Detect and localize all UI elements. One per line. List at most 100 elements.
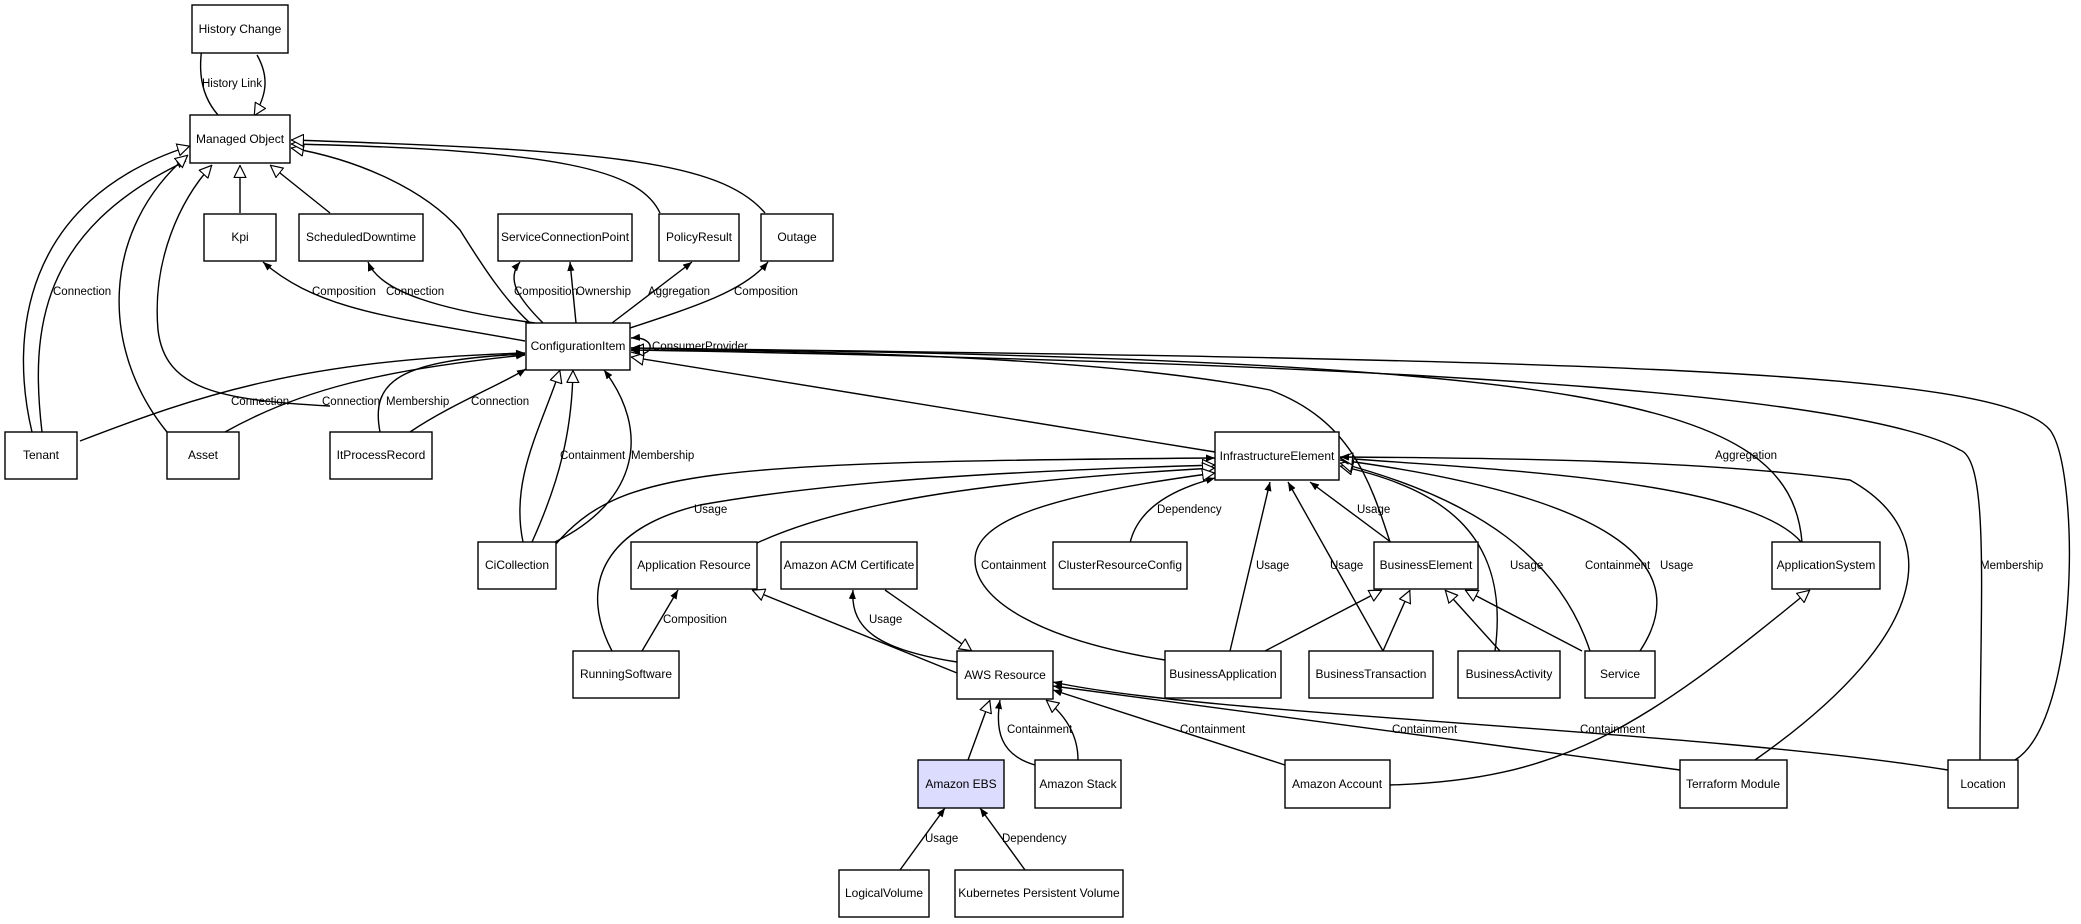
node-asset[interactable]: Asset (166, 431, 240, 480)
edge-history-change-generalization (253, 54, 265, 116)
edge-sd-managed-object (270, 164, 331, 214)
edge-rs-ar-composition (641, 589, 679, 652)
edge-ipr-managed-object (156, 165, 331, 407)
node-label: Amazon EBS (925, 777, 996, 791)
edge-aws-ar-generalization (752, 590, 958, 674)
edge-ci-scp-ownership (567, 261, 577, 324)
edge-tenant-managed-object (22, 146, 190, 433)
node-running-software[interactable]: RunningSoftware (572, 650, 680, 699)
node-it-process-record[interactable]: ItProcessRecord (329, 431, 433, 480)
edge-label-service-ie-containment: Containment (1585, 560, 1651, 572)
edge-label-stack-aws-containment: Containment (1007, 724, 1073, 736)
edge-ar-ie-generalization (756, 468, 1215, 544)
node-service[interactable]: Service (1584, 650, 1656, 699)
node-amazon-acm-certificate[interactable]: Amazon ACM Certificate (780, 541, 918, 590)
edge-label-as-ci-aggregation: Aggregation (1715, 450, 1777, 462)
edge-aws-acm-usage (848, 589, 958, 663)
node-logical-volume[interactable]: LogicalVolume (838, 869, 930, 918)
node-history-change[interactable]: History Change (191, 4, 289, 54)
node-location[interactable]: Location (1947, 759, 2019, 809)
node-ci-collection[interactable]: CiCollection (477, 541, 557, 590)
edge-ci-consumer-provider (630, 333, 651, 355)
edge-ci-pr-aggregation (611, 261, 693, 324)
edge-label-ci-kpi-composition: Composition (312, 286, 376, 298)
node-kpi[interactable]: Kpi (203, 213, 277, 262)
node-label: RunningSoftware (580, 667, 672, 681)
edge-label-ipr-ci-connection: Connection (471, 396, 529, 408)
node-amazon-stack[interactable]: Amazon Stack (1034, 759, 1122, 809)
edge-be-ci-generalization (631, 350, 1391, 543)
node-label: BusinessApplication (1169, 667, 1276, 681)
node-policy-result[interactable]: PolicyResult (658, 213, 740, 262)
edge-outage-managed-object (291, 140, 766, 214)
node-label: ClusterResourceConfig (1058, 558, 1182, 572)
edge-ba-be-generalization (1264, 589, 1382, 652)
node-terraform-module[interactable]: Terraform Module (1679, 759, 1788, 809)
node-label: ApplicationSystem (1777, 558, 1876, 572)
node-business-activity[interactable]: BusinessActivity (1457, 650, 1561, 699)
node-service-connection-point[interactable]: ServiceConnectionPoint (497, 213, 633, 262)
node-managed-object[interactable]: Managed Object (189, 114, 291, 164)
node-infrastructure-element[interactable]: InfrastructureElement (1214, 431, 1340, 481)
node-outage[interactable]: Outage (760, 213, 834, 262)
node-aws-resource[interactable]: AWS Resource (956, 650, 1054, 700)
node-configuration-item[interactable]: ConfigurationItem (525, 322, 631, 371)
edge-bt-be-generalization (1382, 590, 1410, 652)
node-business-application[interactable]: BusinessApplication (1164, 650, 1282, 699)
edge-lv-ebs-usage (899, 807, 946, 871)
node-label: Application Resource (637, 558, 751, 572)
edge-label-kpv-ebs-dependency: Dependency (1002, 833, 1067, 845)
edge-label-ci-consumer-provider: ConsumerProvider (652, 341, 748, 353)
edge-label-service-ie-usage: Usage (1660, 560, 1693, 572)
edge-ci-managed-object (291, 148, 531, 324)
edge-stack-aws-containment (994, 699, 1036, 766)
edge-label-asset-ci-connection: Connection (322, 396, 380, 408)
node-amazon-account[interactable]: Amazon Account (1284, 759, 1391, 809)
node-label: Service (1600, 667, 1640, 681)
edge-label-rs-ar-composition: Composition (663, 614, 727, 626)
edge-label-tenant-connection-mo: Connection (53, 286, 111, 298)
node-business-transaction[interactable]: BusinessTransaction (1308, 650, 1434, 699)
node-business-element[interactable]: BusinessElement (1373, 541, 1479, 590)
edge-cic-ci-containment (531, 370, 573, 543)
edge-kpv-ebs-dependency (979, 807, 1026, 871)
node-label: Amazon Account (1292, 777, 1383, 791)
edge-label-ci-outage-composition: Composition (734, 286, 798, 298)
edge-be-ie-usage (1309, 481, 1393, 544)
edge-label-location-aws-containment: Containment (1580, 724, 1646, 736)
node-tenant[interactable]: Tenant (4, 431, 78, 480)
node-label: CiCollection (485, 558, 549, 572)
edge-label-cic-ci-containment: Containment (560, 450, 626, 462)
node-kubernetes-persistent-volume[interactable]: Kubernetes Persistent Volume (954, 869, 1124, 918)
node-application-system[interactable]: ApplicationSystem (1771, 541, 1881, 590)
edge-label-location-ci-membership: Membership (1980, 560, 2043, 572)
edge-rs-ie-usage (596, 465, 1215, 652)
edge-service-ie-usage (1339, 457, 1658, 652)
edge-cic-ie-usage (554, 454, 1216, 546)
node-cluster-resource-config[interactable]: ClusterResourceConfig (1052, 541, 1188, 590)
edge-label-aws-acm-usage: Usage (869, 614, 902, 626)
edge-ipr-ci-connection (409, 368, 527, 433)
node-label: Terraform Module (1686, 777, 1780, 791)
edge-service-ie-containment (1340, 463, 1591, 652)
node-label: History Change (199, 22, 282, 36)
edge-label-be-ie-usage: Usage (1357, 504, 1390, 516)
node-label: BusinessElement (1380, 558, 1473, 572)
node-label: Kpi (231, 230, 248, 244)
node-label: Tenant (23, 448, 60, 462)
edge-tf-ie-association (1339, 453, 1910, 761)
edge-location-aws-containment (1052, 680, 1949, 771)
edge-account-as-generalization (1389, 589, 1810, 786)
node-scheduled-downtime[interactable]: ScheduledDowntime (298, 213, 424, 262)
edge-label-ci-scp-ownership: Ownership (576, 286, 631, 298)
edge-ba-ie-usage (1229, 481, 1272, 652)
node-label: PolicyResult (666, 230, 733, 244)
node-label: Amazon ACM Certificate (784, 558, 915, 572)
node-label: Asset (188, 448, 219, 462)
node-application-resource[interactable]: Application Resource (630, 541, 758, 590)
node-amazon-ebs[interactable]: Amazon EBS (917, 759, 1005, 809)
edge-ba-ie-containment (974, 473, 1215, 661)
edge-ci-sd-connection (367, 261, 536, 324)
node-label: AWS Resource (964, 668, 1046, 682)
node-label: Amazon Stack (1039, 777, 1117, 791)
